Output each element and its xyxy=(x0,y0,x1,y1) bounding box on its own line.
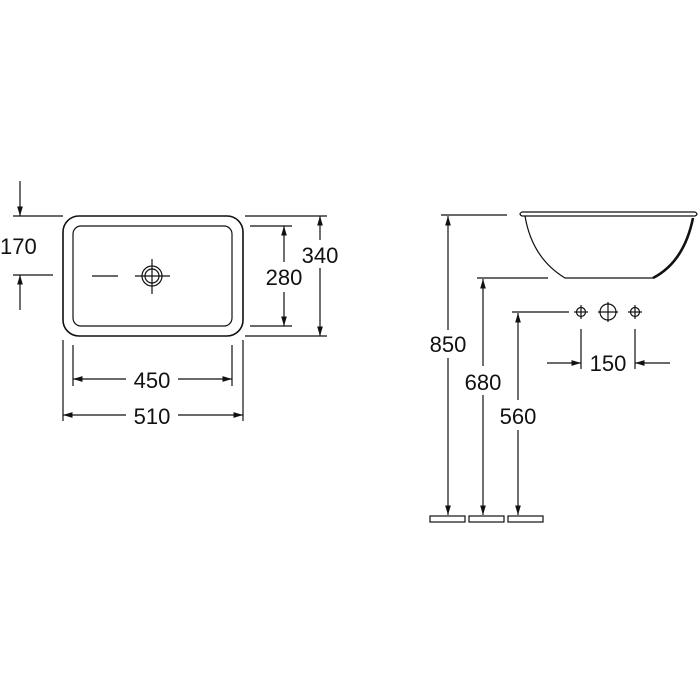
tap-holes-icon xyxy=(574,302,642,322)
dimension-450: 450 xyxy=(72,345,233,393)
side-view: 850 680 560 xyxy=(429,211,698,523)
dimension-label: 170 xyxy=(0,234,37,259)
dimension-280: 280 xyxy=(250,225,303,327)
dimension-680: 680 xyxy=(465,277,548,515)
dimension-label: 680 xyxy=(465,370,502,395)
drain-icon xyxy=(135,259,170,294)
dimension-850: 850 xyxy=(430,214,507,515)
dimension-150: 150 xyxy=(547,329,670,376)
dimension-label: 280 xyxy=(266,265,303,290)
dimension-340: 340 xyxy=(245,215,339,337)
dimension-label: 450 xyxy=(134,368,171,393)
basin-outer-outline xyxy=(62,215,244,337)
floor-blocks xyxy=(429,515,544,523)
basin-inner-outline xyxy=(72,225,233,327)
dimension-510: 510 xyxy=(62,340,244,429)
plan-view: 170 280 340 450 xyxy=(0,181,338,429)
basin-rim xyxy=(519,211,698,217)
dimension-label: 510 xyxy=(134,404,171,429)
dimension-label: 850 xyxy=(430,332,467,357)
dimension-label: 560 xyxy=(500,404,537,429)
dimension-170: 170 xyxy=(0,181,63,310)
dimension-label: 340 xyxy=(302,243,339,268)
basin-bowl-right xyxy=(652,217,695,280)
dimension-560: 560 xyxy=(500,311,569,515)
basin-bowl xyxy=(524,215,653,279)
dimension-label: 150 xyxy=(590,351,627,376)
